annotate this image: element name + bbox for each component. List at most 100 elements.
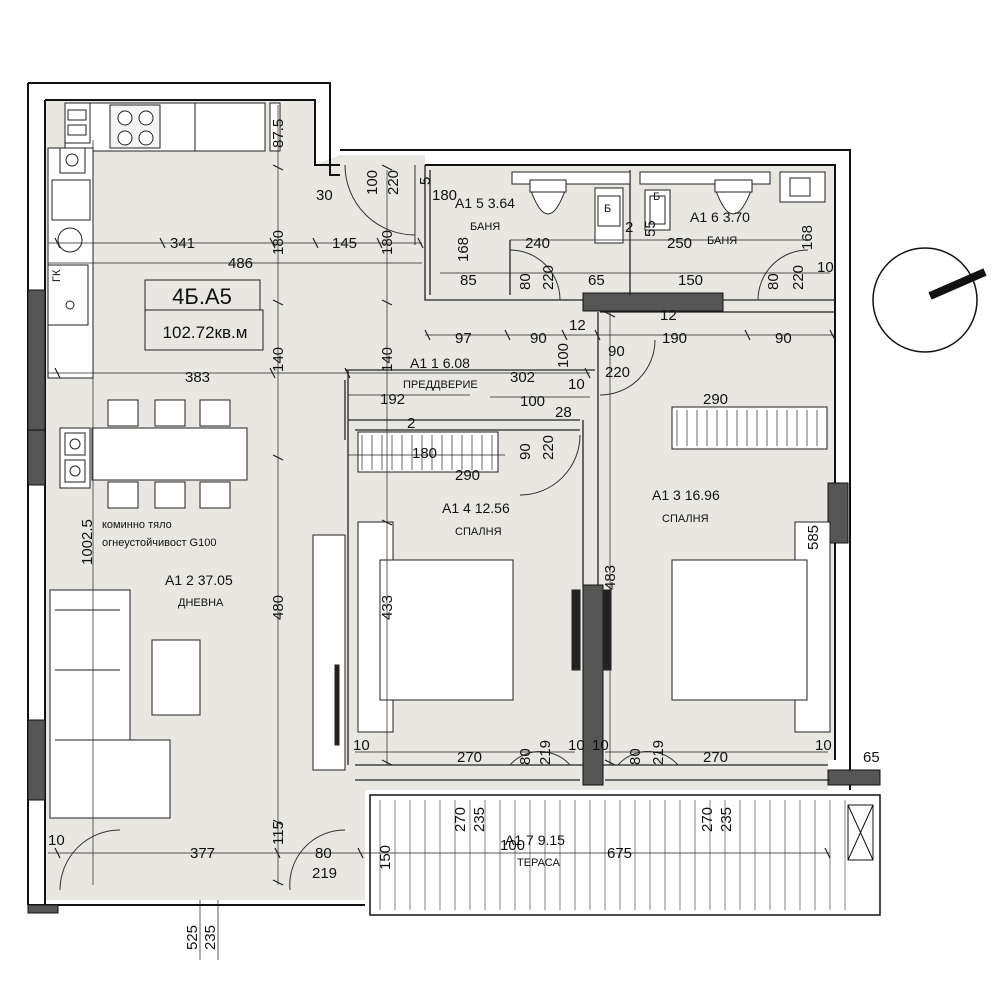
room-label-bed4: А1 4 12.56 [442,500,510,516]
dim-label: 90 [608,343,625,360]
dim-label: 100 [520,393,545,410]
b-note-2: Б [653,191,660,203]
dim-label: 80 [517,273,534,290]
room-name-bed3: СПАЛНЯ [662,513,709,525]
dim-label: 180 [412,445,437,462]
room-label-bath6: А1 6 3.70 [690,209,750,225]
dim-label: 115 [270,821,287,845]
interior-walls [344,165,835,781]
dim-label: 10 [592,737,609,754]
dim-label: 270 [703,749,728,766]
room-label-bath5: А1 5 3.64 [455,195,515,211]
room-name-bath6: БАНЯ [707,235,737,247]
dim-label: 270 [457,749,482,766]
dim-label: 290 [703,391,728,408]
room-labels: А1 1 6.08 ПРЕДДВЕРИЕ А1 2 37.05 ДНЕВНА А… [51,191,750,869]
dim-label: 219 [537,740,554,765]
dim-label: 140 [379,347,396,372]
dim-label: 219 [650,740,667,765]
dim-label: 486 [228,255,253,272]
chimney-note-1: коминно тяло [102,519,172,531]
room-label-bed3: А1 3 16.96 [652,487,720,503]
dim-label: 10 [568,376,585,393]
dim-label: 235 [202,925,219,950]
dim-label: 97 [455,330,472,347]
dim-label: 180 [432,187,457,204]
dim-label: 100 [555,343,572,368]
dim-label: 1002.5 [79,519,96,565]
dim-label: 100 [364,170,381,195]
windows [27,289,881,914]
dim-label: 28 [555,404,572,421]
dim-label: 90 [530,330,547,347]
dim-label: 12 [660,307,677,324]
dim-label: 80 [517,748,534,765]
dim-label: 80 [627,748,644,765]
dim-label: 341 [170,235,195,252]
dim-label: 150 [377,845,394,870]
unit-box: 4Б.А5 102.72кв.м [144,279,264,351]
dim-label: 65 [588,272,605,289]
gk-note: ГК [51,269,63,282]
dim-label: 302 [510,369,535,386]
room-name-bath5: БАНЯ [470,221,500,233]
dim-label: 85 [460,272,477,289]
dim-label: 250 [667,235,692,252]
bed-room4 [357,431,612,733]
dim-label: 100 [500,837,525,854]
dim-label: 220 [605,364,630,381]
dim-label: 675 [607,845,632,862]
room-name-bed4: СПАЛНЯ [455,526,502,538]
dim-label: 90 [517,443,534,460]
north-arrow-icon [872,247,987,353]
dining-set [59,399,248,509]
dim-label: 2 [625,219,633,236]
dim-label: 10 [568,737,585,754]
dim-label: 145 [332,235,357,252]
unit-code: 4Б.А5 [172,284,232,309]
chimney-note-2: огнеустойчивост G100 [102,537,216,549]
dim-label: 219 [312,865,337,882]
dim-label: 10 [48,832,65,849]
dim-label: 377 [190,845,215,862]
room-name-entry: ПРЕДДВЕРИЕ [403,379,478,391]
dimension-labels: 341 145 486 383 302 192 100 180 290 290 … [48,119,880,950]
room-label-entry: А1 1 6.08 [410,355,470,371]
dim-label: 2 [407,415,415,432]
dim-label: 235 [718,807,735,832]
dim-label: 383 [185,369,210,386]
dim-label: 140 [270,347,287,372]
dim-label: 12 [569,317,586,334]
bed-room3 [671,406,831,733]
room-label-terrace: А1 7 9.15 [505,832,565,848]
dim-label: 150 [678,272,703,289]
dim-label: 220 [790,265,807,290]
dim-label: 585 [805,525,822,550]
dim-label: 30 [316,187,333,204]
dim-label: 87.5 [270,119,287,148]
dim-label: 10 [817,259,834,276]
dim-label: 220 [385,170,402,195]
dim-label: 235 [471,807,488,832]
room-name-living: ДНЕВНА [178,597,224,609]
dim-label: 55 [642,220,659,237]
dim-label: 168 [455,237,472,262]
dim-label: 10 [353,737,370,754]
unit-area: 102.72кв.м [163,323,248,342]
dim-label: 192 [380,391,405,408]
dim-label: 240 [525,235,550,252]
living-furniture [49,534,346,819]
dim-label: 180 [270,230,287,255]
room-name-terrace: ТЕРАСА [517,857,560,869]
dim-label: 290 [455,467,480,484]
dim-label: 5 [417,177,434,185]
dim-label: 80 [765,273,782,290]
b-note-1: Б [604,203,611,215]
terrace [369,794,881,916]
dim-label: 10 [815,737,832,754]
dim-label: 270 [699,807,716,832]
dim-label: 433 [379,595,396,620]
dim-label: 180 [379,230,396,255]
dim-label: 270 [452,807,469,832]
